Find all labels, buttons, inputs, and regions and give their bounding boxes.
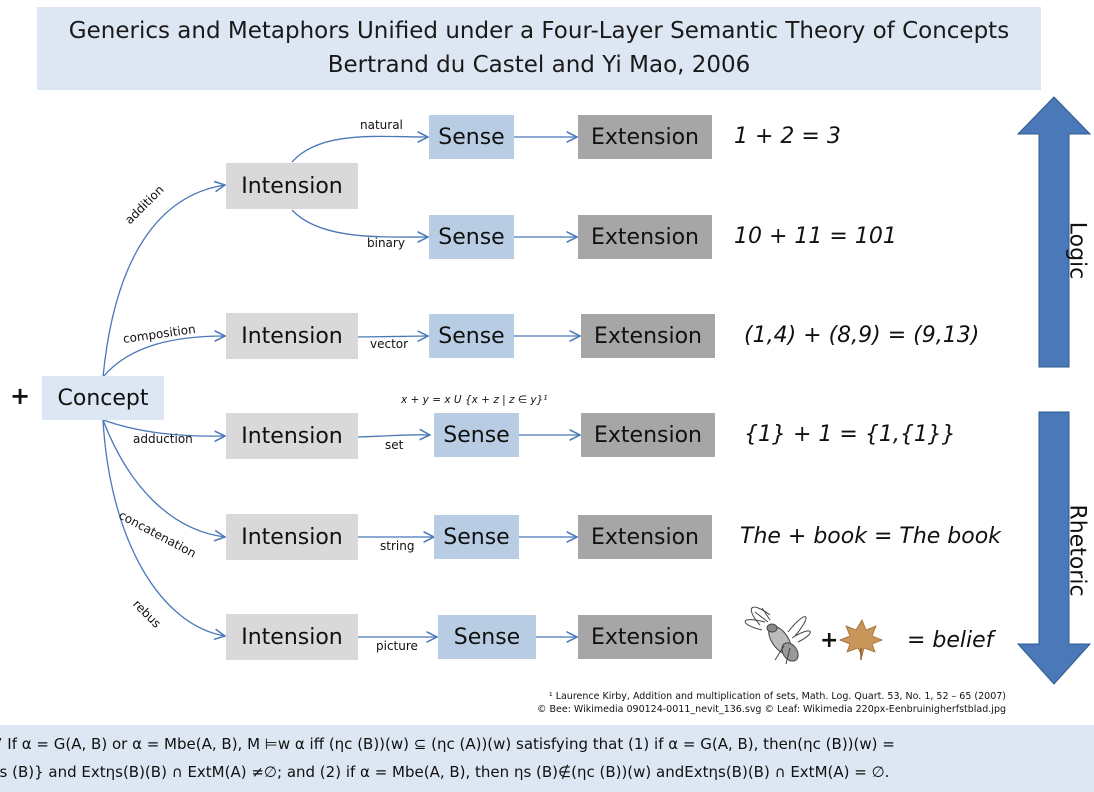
extension-label: Extension bbox=[593, 323, 702, 349]
intension-label: Intension bbox=[241, 524, 343, 550]
leaf-image bbox=[838, 619, 884, 660]
branch-label-binary: binary bbox=[367, 236, 405, 250]
sense-label: Sense bbox=[443, 422, 510, 448]
side-label-logic: Logic bbox=[1064, 221, 1090, 280]
result-rebus-plus: + bbox=[820, 628, 839, 653]
footnote-credits: © Bee: Wikimedia 090124-0011_nevit_136.s… bbox=[536, 704, 1006, 715]
definition-line-2: ηs (B)} and Extηs(B)(B) ∩ ExtM(A) ≠∅; an… bbox=[0, 763, 890, 781]
extension-label: Extension bbox=[593, 422, 702, 448]
result-rebus: = belief bbox=[907, 628, 994, 653]
sense-label: Sense bbox=[438, 224, 505, 250]
title-line-1: Generics and Metaphors Unified under a F… bbox=[68, 18, 1010, 44]
intension-label: Intension bbox=[241, 423, 343, 449]
plus-sign: + bbox=[10, 382, 31, 410]
extension-label: Extension bbox=[590, 124, 699, 150]
intension-label: Intension bbox=[241, 624, 343, 650]
definition-box: ”’ If α = G(A, B) or α = Mbe(A, B), M ⊨w… bbox=[0, 725, 1094, 792]
branch-adduction-line bbox=[102, 419, 225, 436]
intension-box-addition: Intension bbox=[226, 163, 358, 209]
title-box: Generics and Metaphors Unified under a F… bbox=[37, 7, 1041, 90]
sense-label: Sense bbox=[443, 524, 510, 550]
sense-label: Sense bbox=[453, 624, 521, 650]
intension-box-composition: Intension bbox=[226, 313, 358, 359]
intension-box-concatenation: Intension bbox=[226, 514, 358, 560]
sense-label: Sense bbox=[438, 323, 505, 349]
bee-image bbox=[744, 606, 811, 665]
concept-label: Concept bbox=[57, 385, 149, 411]
sense-box-vector: Sense bbox=[429, 314, 514, 358]
extension-box-string: Extension bbox=[578, 515, 712, 559]
branch-label-natural: natural bbox=[360, 118, 403, 132]
intension-box-rebus: Intension bbox=[226, 614, 358, 660]
extension-box-picture: Extension bbox=[578, 615, 712, 659]
binary-line bbox=[291, 209, 428, 237]
title-line-2: Bertrand du Castel and Yi Mao, 2006 bbox=[327, 52, 751, 78]
logic-arrow bbox=[1016, 96, 1092, 368]
extension-label: Extension bbox=[590, 524, 699, 550]
intension-label: Intension bbox=[241, 323, 343, 349]
rhetoric-arrow bbox=[1016, 411, 1092, 685]
branch-label-adduction: adduction bbox=[133, 432, 193, 446]
branch-label-picture: picture bbox=[376, 639, 418, 653]
result-natural: 1 + 2 = 3 bbox=[734, 124, 841, 149]
sense-box-natural: Sense bbox=[429, 115, 514, 159]
branch-label-set: set bbox=[385, 438, 404, 452]
extension-box-binary: Extension bbox=[578, 215, 712, 259]
vector-line bbox=[357, 336, 428, 337]
result-binary: 10 + 11 = 101 bbox=[734, 224, 897, 249]
sense-box-binary: Sense bbox=[429, 215, 514, 259]
side-label-rhetoric: Rhetoric bbox=[1064, 504, 1090, 597]
extension-box-natural: Extension bbox=[578, 115, 712, 159]
branch-addition-line bbox=[102, 185, 225, 378]
extension-label: Extension bbox=[590, 624, 699, 650]
footnote-citation: ¹ Laurence Kirby, Addition and multiplic… bbox=[548, 691, 1006, 702]
extension-box-vector: Extension bbox=[581, 314, 715, 358]
result-vector: (1,4) + (8,9) = (9,13) bbox=[744, 323, 980, 348]
extension-box-set: Extension bbox=[581, 413, 715, 457]
definition-line-1: ”’ If α = G(A, B) or α = Mbe(A, B), M ⊨w… bbox=[0, 735, 895, 753]
branch-rebus-line bbox=[102, 419, 225, 636]
intension-label: Intension bbox=[241, 173, 343, 199]
sense-box-picture: Sense bbox=[438, 615, 536, 659]
extension-label: Extension bbox=[590, 224, 699, 250]
sense-box-set: Sense bbox=[434, 413, 519, 457]
branch-concatenation-line bbox=[102, 419, 225, 537]
result-set: {1} + 1 = {1,{1}} bbox=[744, 422, 956, 447]
set-line bbox=[357, 435, 430, 437]
intension-box-adduction: Intension bbox=[226, 413, 358, 459]
sense-box-string: Sense bbox=[434, 515, 519, 559]
branch-label-vector: vector bbox=[370, 337, 409, 351]
result-string: The + book = The book bbox=[740, 524, 1001, 549]
set-formula: x + y = x U {x + z | z ∈ y}¹ bbox=[401, 394, 548, 406]
concept-box: Concept bbox=[42, 376, 164, 420]
natural-line bbox=[291, 136, 428, 163]
branch-composition-line bbox=[102, 336, 225, 378]
branch-label-string: string bbox=[380, 539, 415, 553]
sense-label: Sense bbox=[438, 124, 505, 150]
